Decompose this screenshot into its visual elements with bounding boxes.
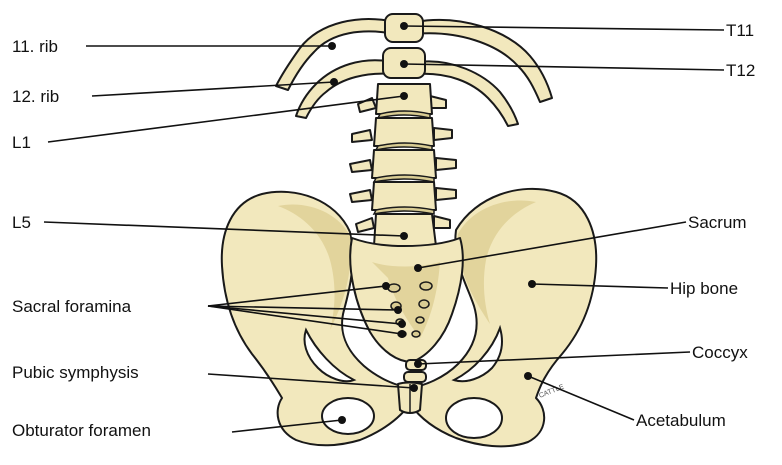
- label-coccyx: Coccyx: [692, 343, 748, 362]
- label-t12: T12: [726, 61, 755, 80]
- label-obturator-foramen: Obturator foramen: [12, 421, 151, 440]
- label-sacrum: Sacrum: [688, 213, 747, 232]
- label-sacral-foramina: Sacral foramina: [12, 297, 132, 316]
- label-l1: L1: [12, 133, 31, 152]
- label-acetabulum: Acetabulum: [636, 411, 726, 430]
- label-l5: L5: [12, 213, 31, 232]
- label-rib-11: 11. rib: [12, 37, 58, 56]
- label-rib-12: 12. rib: [12, 87, 59, 106]
- sacrum: [350, 238, 463, 362]
- leader-rib12: [92, 82, 334, 96]
- label-hip-bone: Hip bone: [670, 279, 738, 298]
- label-t11: T11: [726, 21, 754, 40]
- leader-l1: [48, 96, 404, 142]
- label-pubic-symphysis: Pubic symphysis: [12, 363, 139, 382]
- vertebral-column: [350, 14, 456, 246]
